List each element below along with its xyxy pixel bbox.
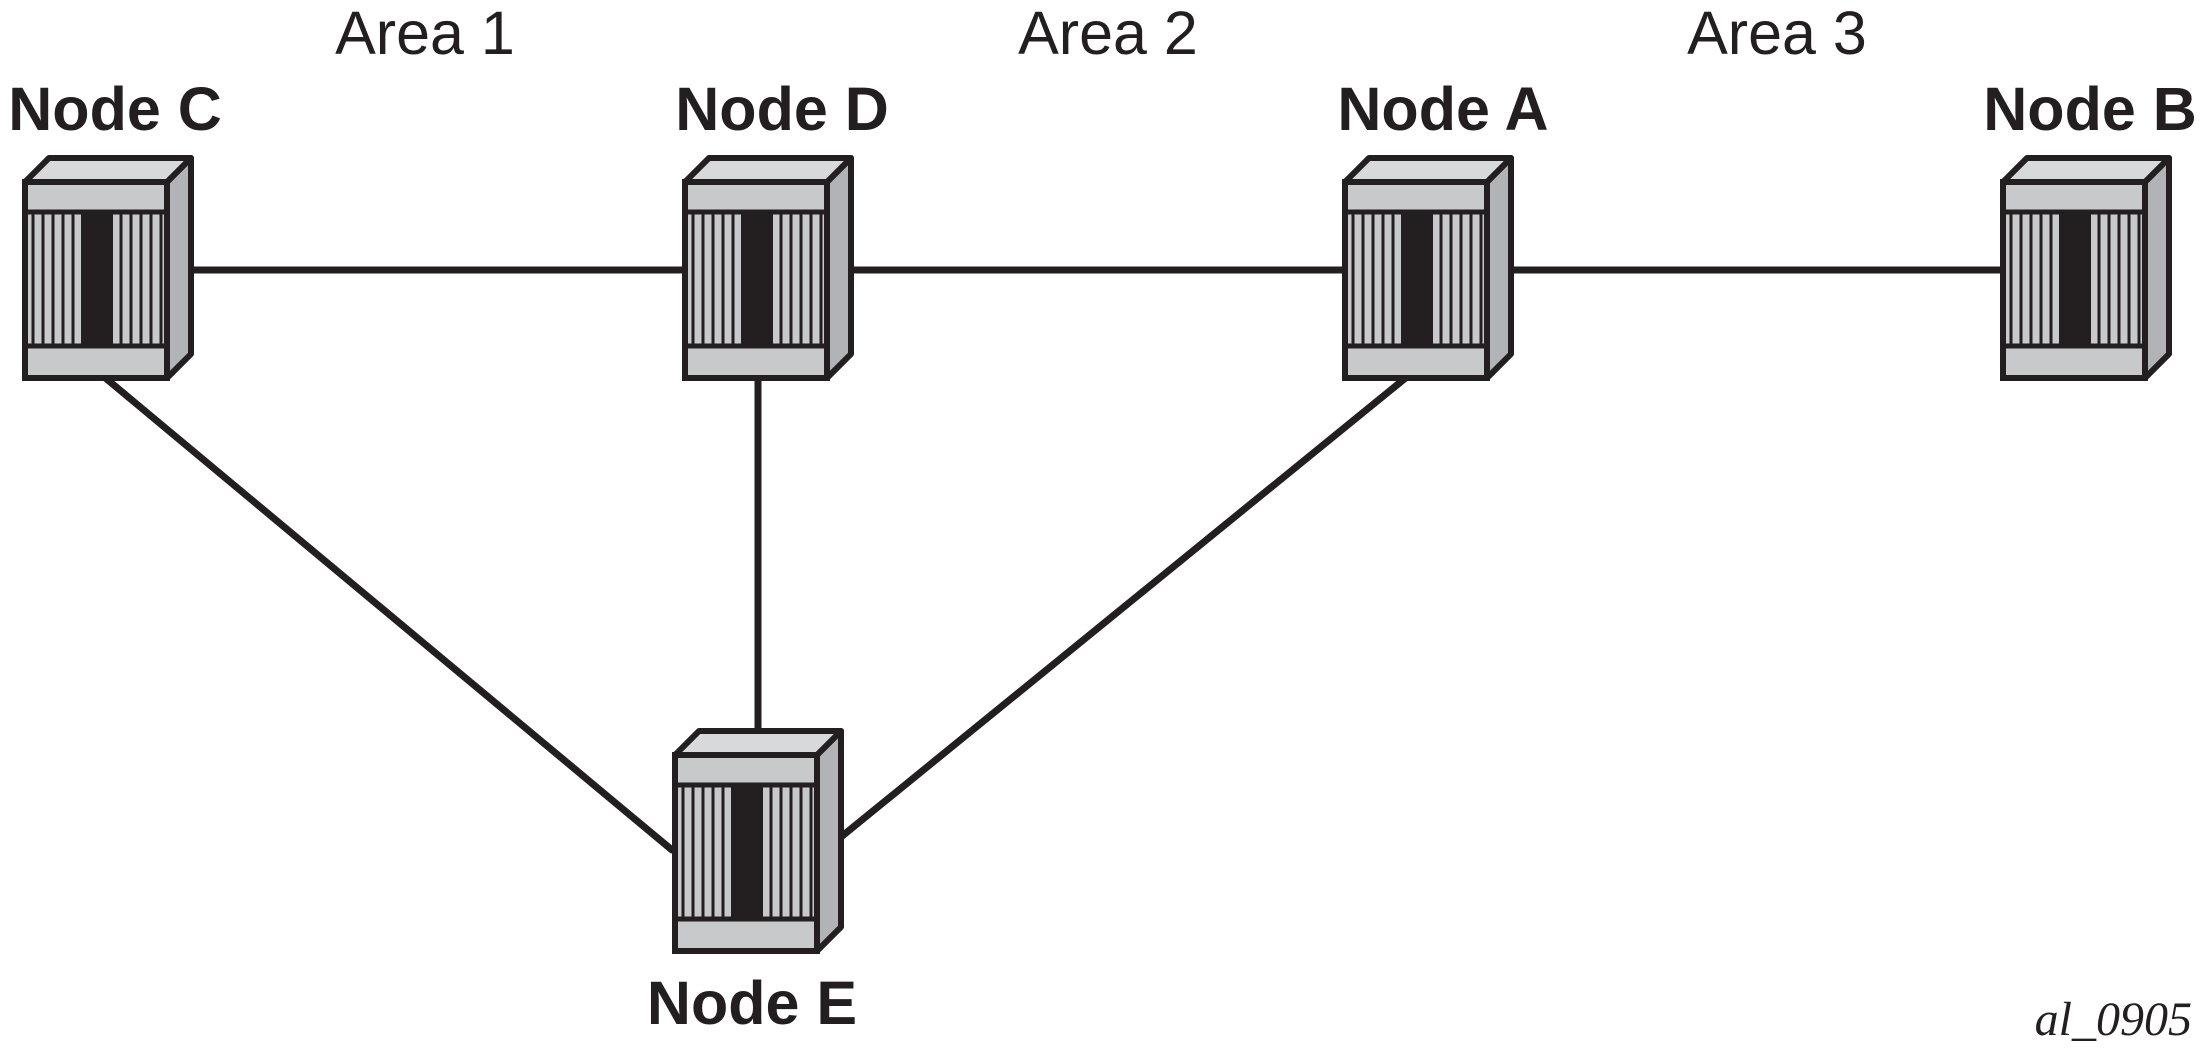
links-layer bbox=[99, 266, 2012, 854]
node-label-d: Node D bbox=[675, 75, 889, 143]
node-c-device-icon bbox=[22, 155, 194, 381]
figure-id: al_0905 bbox=[2035, 993, 2192, 1046]
node-a-device-icon bbox=[1342, 155, 1514, 381]
link-c-e bbox=[99, 372, 676, 854]
node-label-c: Node C bbox=[8, 75, 222, 143]
area-label-2: Area 2 bbox=[1018, 0, 1198, 67]
nodes-layer bbox=[22, 155, 2172, 954]
node-e-device-icon bbox=[672, 728, 844, 954]
node-label-e: Node E bbox=[647, 969, 857, 1037]
link-a-e bbox=[821, 372, 1412, 854]
area-label-1: Area 1 bbox=[335, 0, 515, 67]
node-d-device-icon bbox=[682, 155, 854, 381]
node-label-b: Node B bbox=[1983, 75, 2197, 143]
node-b-device-icon bbox=[2000, 155, 2172, 381]
node-label-a: Node A bbox=[1337, 75, 1548, 143]
area-label-3: Area 3 bbox=[1687, 0, 1867, 67]
